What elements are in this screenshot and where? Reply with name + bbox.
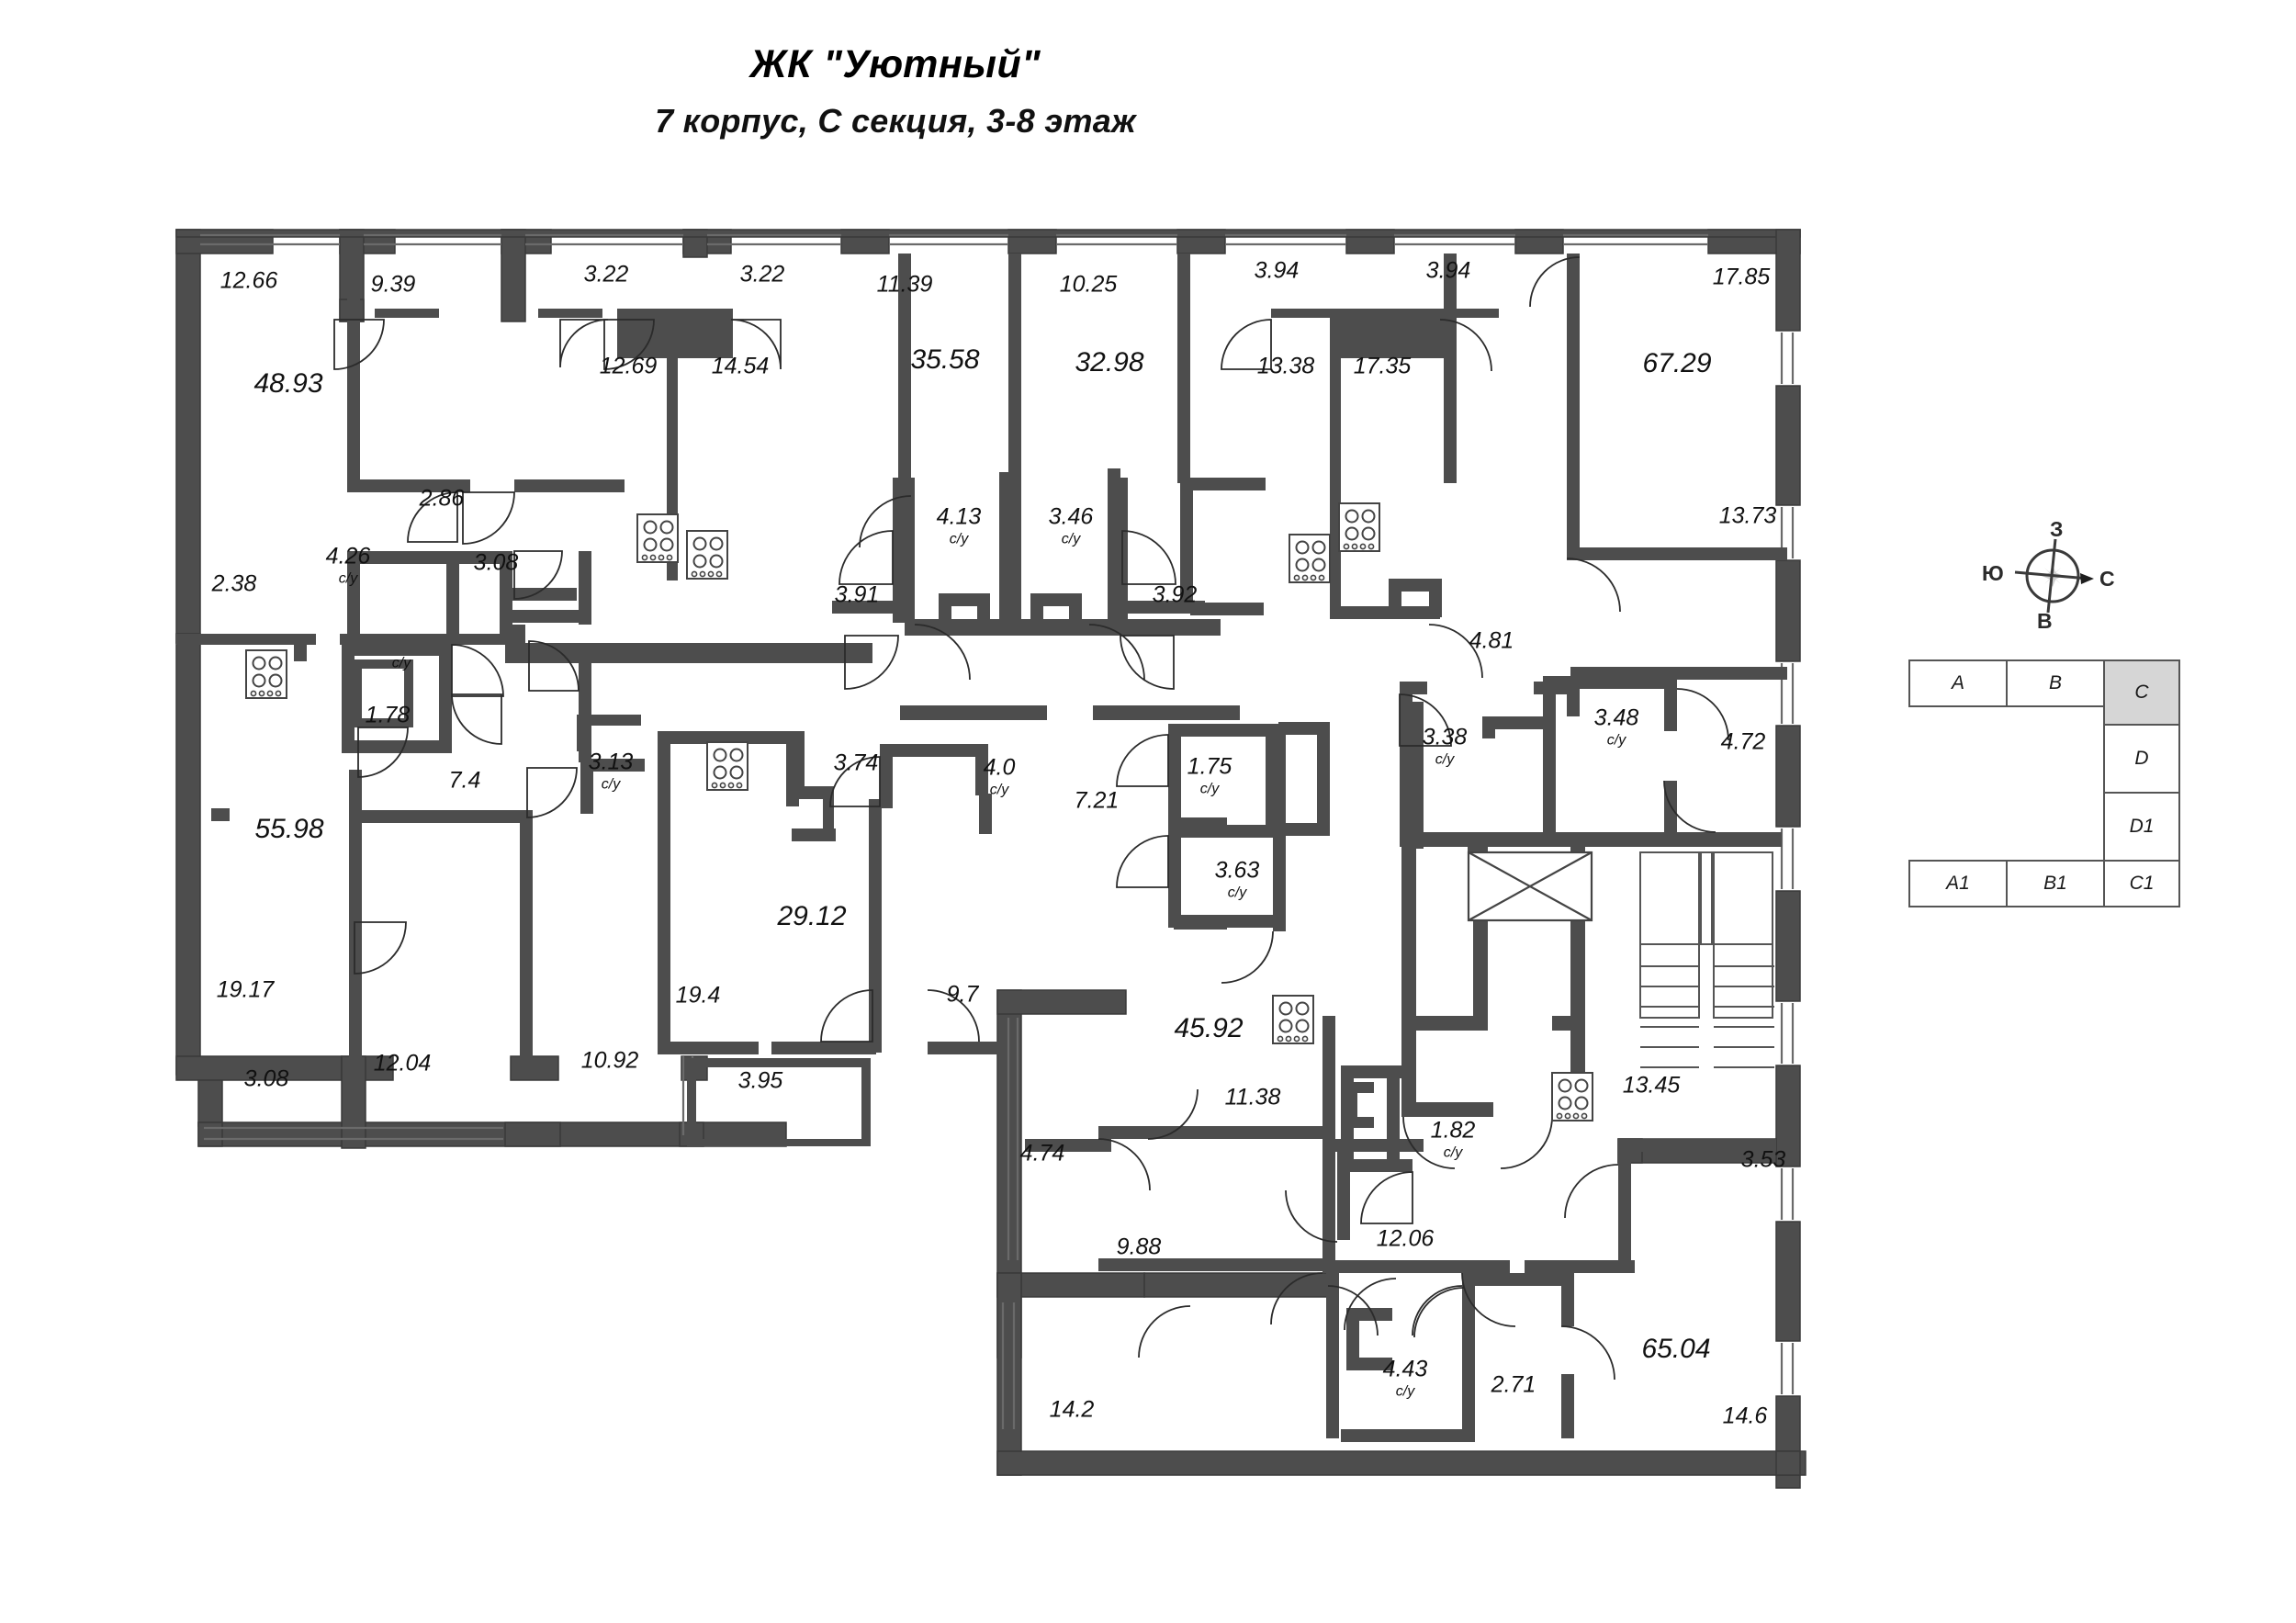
wall-group-interior bbox=[176, 254, 1787, 1146]
compass-label-south: Ю bbox=[1982, 561, 2004, 585]
room-area-label: 3.53 bbox=[1740, 1146, 1786, 1173]
section-key-cell-a1[interactable]: A1 bbox=[1908, 860, 2008, 907]
compass-label-west: З bbox=[2050, 517, 2064, 541]
room-area-label: 3.95 bbox=[737, 1067, 783, 1094]
door-arcs bbox=[333, 256, 1729, 1381]
section-key-cell-a[interactable]: A bbox=[1908, 659, 2008, 707]
room-area-label: 17.85 bbox=[1712, 264, 1771, 290]
room-area-label: 4.74 bbox=[1019, 1140, 1065, 1167]
room-area-label: с/у bbox=[391, 655, 411, 671]
room-area-label: 48.93 bbox=[253, 368, 323, 399]
compass-label-north: С bbox=[2099, 567, 2115, 591]
room-area-label: 45.92 bbox=[1174, 1013, 1244, 1043]
compass-rose: З Ю С В bbox=[1975, 517, 2131, 633]
room-area-label: 9.7 bbox=[946, 981, 979, 1008]
room-area-label: 3.92 bbox=[1152, 581, 1198, 608]
room-area-label: 3.94 bbox=[1254, 257, 1300, 284]
section-key-cell-c1[interactable]: C1 bbox=[2103, 860, 2180, 907]
section-key-cell-b[interactable]: B bbox=[2006, 659, 2105, 707]
page-title: ЖК "Уютный" bbox=[749, 42, 1041, 86]
elevator-shaft-icon bbox=[1467, 851, 1593, 922]
room-area-label: 12.66 bbox=[219, 267, 278, 294]
page-subtitle: 7 корпус, С секция, 3-8 этаж bbox=[655, 102, 1136, 141]
room-area-label: 7.21 bbox=[1074, 787, 1120, 814]
room-area-label: 13.38 bbox=[1256, 353, 1315, 379]
room-area-label: 3.91 bbox=[834, 581, 880, 608]
section-key-cell-c[interactable]: C bbox=[2103, 659, 2180, 726]
room-area-label: 3.22 bbox=[583, 261, 629, 287]
room-area-label: 3.22 bbox=[739, 261, 785, 287]
room-area-label: 55.98 bbox=[254, 814, 324, 844]
room-area-label: 11.39 bbox=[876, 271, 933, 298]
room-area-label: 11.38 bbox=[1224, 1084, 1281, 1110]
room-area-label: 3.94 bbox=[1425, 257, 1471, 284]
room-area-label: 12.06 bbox=[1376, 1225, 1435, 1252]
room-area-label: 7.4 bbox=[448, 767, 481, 794]
room-area-label: 2.38 bbox=[211, 570, 257, 597]
room-area-label: 17.35 bbox=[1353, 353, 1412, 379]
room-area-label: 19.4 bbox=[675, 982, 721, 1009]
room-area-label: 9.88 bbox=[1116, 1234, 1162, 1260]
title-block: ЖК "Уютный" 7 корпус, С секция, 3-8 этаж bbox=[0, 42, 1791, 141]
room-area-label: 3.08 bbox=[473, 549, 519, 576]
room-area-label: 67.29 bbox=[1642, 348, 1712, 378]
room-area-label: 4.72 bbox=[1720, 728, 1766, 755]
room-area-label: 14.54 bbox=[711, 353, 770, 379]
room-area-label: 19.17 bbox=[216, 976, 275, 1003]
room-area-label: 9.39 bbox=[370, 271, 416, 298]
room-area-label: 2.71 bbox=[1491, 1371, 1536, 1398]
room-area-label: 14.6 bbox=[1722, 1403, 1768, 1429]
room-area-label: 29.12 bbox=[777, 901, 847, 931]
wall-group-lower-right bbox=[1025, 1016, 1776, 1442]
section-key-cell-b1[interactable]: B1 bbox=[2006, 860, 2105, 907]
room-area-label: 32.98 bbox=[1075, 347, 1144, 378]
room-area-label: 13.73 bbox=[1718, 502, 1777, 529]
room-area-label: 10.25 bbox=[1059, 271, 1118, 298]
room-area-label: 3.74 bbox=[833, 750, 879, 776]
room-area-label: 65.04 bbox=[1641, 1334, 1711, 1364]
room-area-label: 1.78 bbox=[365, 702, 411, 728]
staircase-icon bbox=[1639, 851, 1774, 1068]
room-area-label: 3.08 bbox=[243, 1065, 289, 1092]
room-area-label: 2.86 bbox=[419, 485, 465, 512]
section-key-cell-d[interactable]: D bbox=[2103, 724, 2180, 794]
room-area-label: 14.2 bbox=[1049, 1396, 1095, 1423]
compass-label-east: В bbox=[2037, 609, 2053, 633]
section-key-cell-d1[interactable]: D1 bbox=[2103, 792, 2180, 862]
room-area-label: 13.45 bbox=[1622, 1072, 1681, 1099]
room-area-label: 35.58 bbox=[910, 344, 980, 375]
room-area-label: 4.81 bbox=[1469, 627, 1514, 654]
room-area-label: 10.92 bbox=[580, 1047, 639, 1074]
room-area-label: 12.04 bbox=[373, 1050, 432, 1076]
room-area-label: 12.69 bbox=[599, 353, 658, 379]
